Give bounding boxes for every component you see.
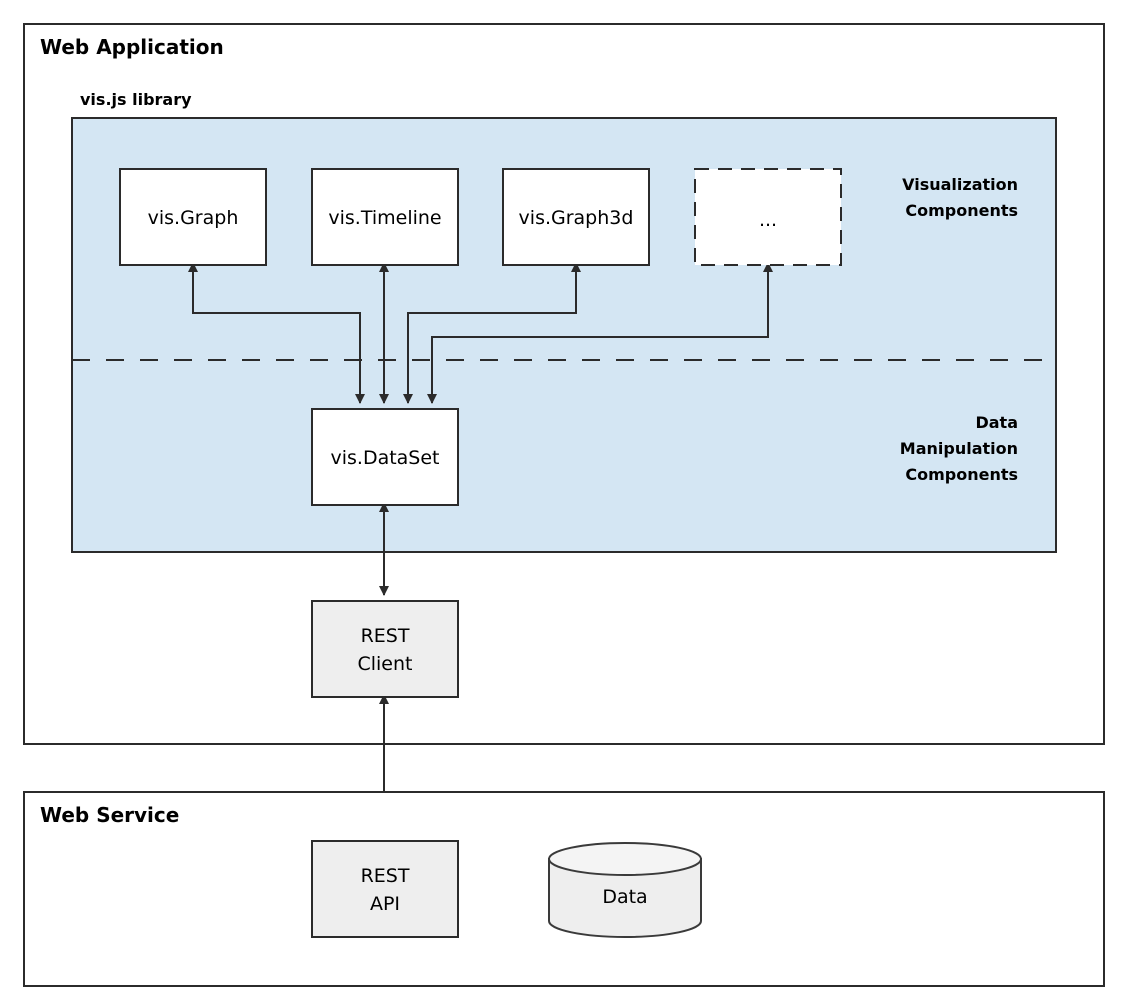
node-rest-api[interactable]: REST API (311, 840, 459, 938)
more-components-label: ... (759, 209, 777, 231)
connector-group (188, 262, 773, 894)
visualization-components-line-2: Components (905, 201, 1018, 220)
visualization-components-label: Visualization Components (902, 175, 1018, 220)
vis-graph3d-label: vis.Graph3d (519, 207, 634, 229)
connector-dataset-to-vis-graph (188, 262, 365, 404)
vis-dataset-box[interactable] (311, 408, 459, 506)
data-store-cylinder-top (548, 842, 702, 876)
node-vis-graph[interactable]: vis.Graph (119, 168, 267, 266)
rest-api-label-line-2: API (370, 893, 400, 915)
data-manipulation-line-1: Data (975, 413, 1018, 432)
rest-api-box[interactable] (311, 840, 459, 938)
data-store-cylinder-body[interactable] (548, 858, 702, 938)
web-application-title: Web Application (40, 35, 224, 59)
node-vis-timeline[interactable]: vis.Timeline (311, 168, 459, 266)
data-manipulation-components-label: Data Manipulation Components (900, 413, 1018, 484)
node-rest-client[interactable]: REST Client (311, 600, 459, 698)
data-manipulation-line-2: Manipulation (900, 439, 1018, 458)
connector-dataset-to-more-components (427, 262, 773, 404)
node-data-store[interactable]: Data (548, 842, 702, 938)
vis-graph3d-box[interactable] (502, 168, 650, 266)
rest-client-label-line-1: REST (361, 625, 410, 647)
rest-api-label-line-1: REST (361, 865, 410, 887)
rest-client-label-line-2: Client (357, 653, 412, 675)
node-vis-graph3d[interactable]: vis.Graph3d (502, 168, 650, 266)
vis-dataset-label: vis.DataSet (330, 447, 439, 469)
visualization-components-line-1: Visualization (902, 175, 1018, 194)
vis-timeline-label: vis.Timeline (328, 207, 441, 229)
data-manipulation-line-3: Components (905, 465, 1018, 484)
node-vis-dataset[interactable]: vis.DataSet (311, 408, 459, 506)
vis-js-library-title: vis.js library (80, 90, 192, 109)
more-components-box[interactable] (694, 168, 842, 266)
web-service-title: Web Service (40, 803, 179, 827)
vis-graph-label: vis.Graph (148, 207, 239, 229)
data-store-label: Data (602, 886, 647, 908)
vis-timeline-box[interactable] (311, 168, 459, 266)
node-more-components[interactable]: ... (694, 168, 842, 266)
rest-client-box[interactable] (311, 600, 459, 698)
vis-graph-box[interactable] (119, 168, 267, 266)
